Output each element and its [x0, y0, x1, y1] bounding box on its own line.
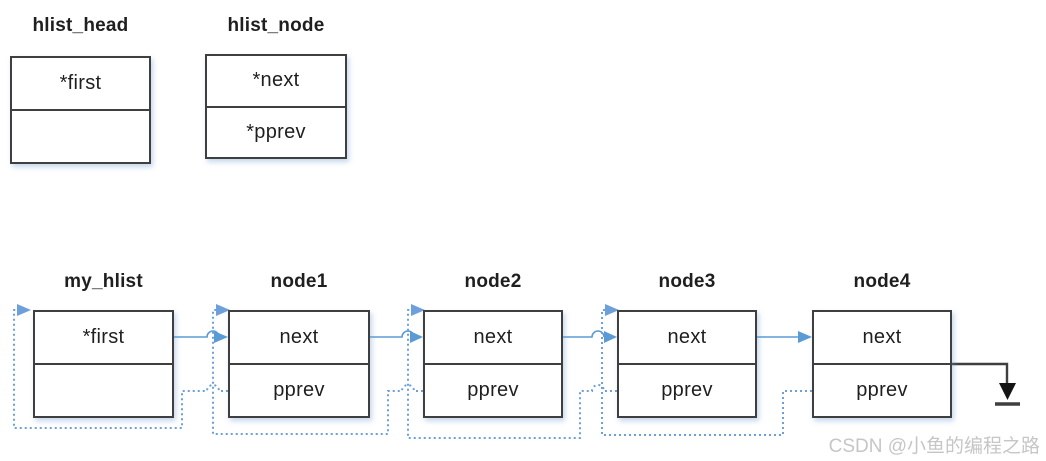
myhlist-empty-cell	[35, 363, 172, 416]
node1-next-cell: next	[279, 326, 319, 348]
node2-next-to-node3-arrow	[563, 330, 617, 343]
hlist-node-pprev-cell: *pprev	[207, 105, 345, 158]
node3-pprev-cell: pprev	[619, 363, 755, 416]
node2-next-cell: next	[473, 326, 513, 348]
hlist-head-first-cell: *first	[59, 72, 102, 94]
node2-box: next pprev	[423, 310, 563, 418]
node4-box: next pprev	[812, 310, 952, 418]
node3-next-to-node4-arrow	[757, 331, 812, 343]
hlist-head-box: *first	[10, 56, 151, 164]
hlist-node-label: hlist_node	[227, 15, 325, 36]
null-ground-icon	[952, 362, 1020, 406]
node3-label: node3	[658, 271, 716, 292]
node3-pprev-to-node2-path	[407, 304, 617, 439]
node1-pprev-to-myhlist-path	[13, 304, 228, 429]
node2-pprev-to-node1-path	[212, 304, 423, 435]
hlist-node-box: *next *pprev	[205, 54, 347, 159]
node3-next-cell: next	[667, 326, 707, 348]
watermark: CSDN @小鱼的编程之路	[828, 436, 1040, 457]
node4-label: node4	[853, 271, 911, 292]
myhlist-label: my_hlist	[64, 271, 143, 292]
node1-next-to-node2-arrow	[370, 330, 423, 343]
node2-pprev-cell: pprev	[425, 363, 561, 416]
myhlist-first-cell: *first	[82, 326, 125, 348]
node4-next-cell: next	[862, 326, 902, 348]
node1-pprev-cell: pprev	[230, 363, 368, 416]
node4-pprev-cell: pprev	[814, 363, 950, 416]
node1-label: node1	[270, 271, 328, 292]
node4-pprev-to-node3-path	[601, 304, 812, 436]
hlist-head-empty-cell	[12, 109, 149, 162]
hlist-node-next-cell: *next	[252, 69, 300, 92]
node2-label: node2	[464, 271, 522, 292]
myhlist-box: *first	[33, 310, 174, 418]
first-to-node1-arrow	[174, 330, 228, 343]
node1-box: next pprev	[228, 310, 370, 418]
node3-box: next pprev	[617, 310, 757, 418]
hlist-head-label: hlist_head	[32, 15, 129, 36]
